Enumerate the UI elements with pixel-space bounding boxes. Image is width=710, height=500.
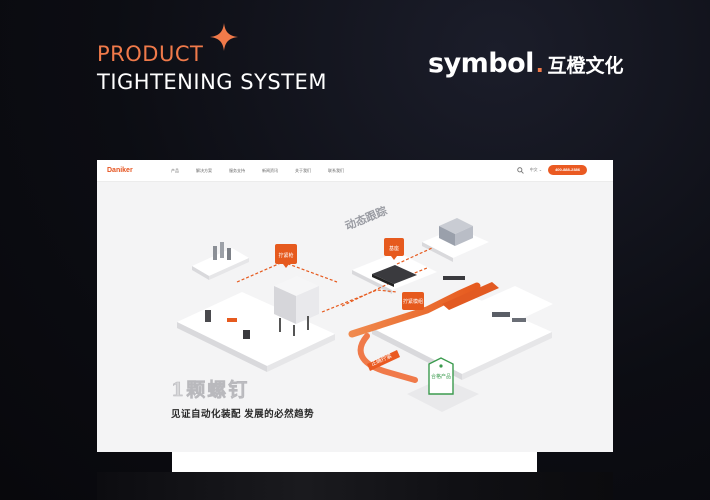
hero-illustration: 拧紧枪 基座 拧紧模组 动态跟踪 正确拧紧 合格产品: [177, 203, 553, 412]
menu-item-support[interactable]: 服务支持: [229, 167, 245, 173]
pin-label: 拧紧模组: [403, 298, 423, 305]
badge-text: 合格产品: [431, 373, 451, 380]
system-title: TIGHTENING SYSTEM: [97, 70, 327, 94]
site-nav: Daniker 产品 解决方案 服务支持 新闻资讯 关于我们 联系我们 中文 ⌄…: [97, 160, 613, 182]
menu-item-news[interactable]: 新闻资讯: [262, 167, 278, 173]
platform-left-big: [177, 292, 335, 372]
menu-item-solutions[interactable]: 解决方案: [196, 167, 212, 173]
brand-logo: symbol. 互橙文化: [428, 48, 623, 79]
pin-screw-gun[interactable]: 拧紧枪: [275, 244, 297, 268]
fixture-tools: [205, 310, 250, 339]
tightening-machine: [274, 276, 319, 336]
flow-label-tracking: 动态跟踪: [343, 203, 389, 232]
screws-group: [213, 242, 231, 260]
hotline-button[interactable]: 400-888-2386: [548, 165, 587, 175]
base-plate-device: [372, 265, 417, 287]
menu-item-about[interactable]: 关于我们: [295, 167, 311, 173]
page-tab-strip: [172, 452, 537, 472]
screwdriver-body: [442, 282, 499, 310]
site-menu: 产品 解决方案 服务支持 新闻资讯 关于我们 联系我们: [171, 168, 344, 174]
website-screenshot: Daniker 产品 解决方案 服务支持 新闻资讯 关于我们 联系我们 中文 ⌄…: [97, 160, 613, 452]
sparkle-icon: [210, 23, 238, 51]
site-logo[interactable]: Daniker: [107, 167, 133, 174]
hero-subline: 见证自动化装配 发展的必然趋势: [171, 409, 315, 420]
nav-right: 中文 ⌄ 400-888-2386: [516, 165, 587, 175]
platform-far-right: [479, 286, 553, 322]
product-label: PRODUCT: [97, 42, 204, 66]
brand-dot: .: [535, 48, 544, 78]
pin-base[interactable]: 基座: [384, 238, 404, 260]
platform-left-top: [192, 248, 249, 280]
headline-one-screw: 1颗螺钉: [171, 379, 250, 402]
bottom-photo-strip: [97, 472, 613, 500]
gripper-parts: [443, 276, 526, 322]
platform-bottom: [407, 378, 479, 412]
pin-module[interactable]: 拧紧模组: [402, 292, 424, 310]
tightening-tube: [348, 282, 481, 338]
qualified-badge: 合格产品: [428, 357, 454, 395]
menu-item-products[interactable]: 产品: [171, 167, 179, 173]
brand-latin: symbol: [428, 48, 534, 79]
output-tube: [357, 333, 418, 383]
header-block: PRODUCT TIGHTENING SYSTEM: [97, 42, 327, 94]
pin-label: 拧紧枪: [278, 252, 293, 259]
language-select[interactable]: 中文 ⌄: [529, 167, 543, 172]
brand-chinese: 互橙文化: [547, 55, 624, 77]
menu-item-contact[interactable]: 联系我们: [328, 167, 344, 173]
pin-label: 基座: [389, 245, 399, 252]
workstation-machine: [439, 218, 473, 246]
search-icon[interactable]: [516, 166, 524, 174]
